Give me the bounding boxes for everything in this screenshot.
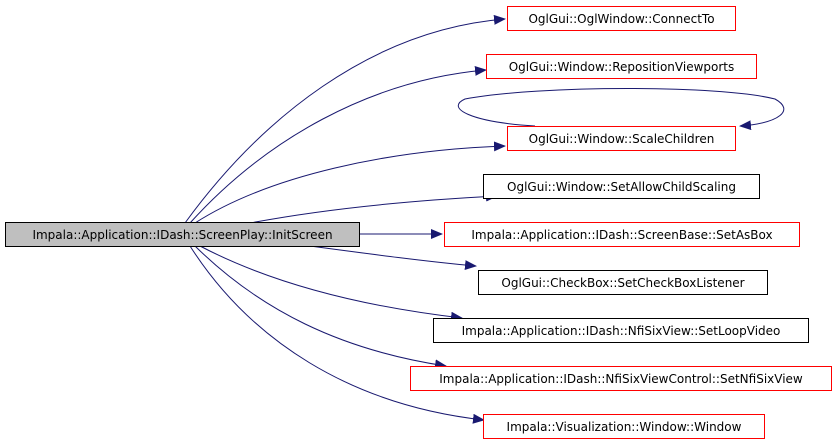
node-connectto[interactable]: OglGui::OglWindow::ConnectTo: [507, 6, 736, 31]
node-repositionviewports[interactable]: OglGui::Window::RepositionViewports: [486, 54, 757, 79]
node-scalechildren[interactable]: OglGui::Window::ScaleChildren: [507, 126, 736, 151]
edge-self-scalechildren: [458, 88, 785, 131]
edge-setcheckboxlistener: [309, 245, 477, 271]
root-node-label: Impala::Application::IDash::ScreenPlay::…: [32, 227, 333, 242]
node-visualization-window[interactable]: Impala::Visualization::Window::Window: [483, 414, 765, 439]
node-label: Impala::Application::IDash::NfiSixView::…: [461, 323, 781, 338]
node-label: Impala::Application::IDash::ScreenBase::…: [471, 227, 773, 242]
edge-connectto: [184, 14, 506, 224]
edge-visualization-window: [189, 245, 485, 424]
node-setallowchildscaling[interactable]: OglGui::Window::SetAllowChildScaling: [483, 174, 760, 199]
root-node[interactable]: Impala::Application::IDash::ScreenPlay::…: [5, 222, 360, 247]
node-label: OglGui::OglWindow::ConnectTo: [528, 11, 715, 26]
node-setasbox[interactable]: Impala::Application::IDash::ScreenBase::…: [444, 222, 800, 247]
edge-setnfisixview: [194, 245, 447, 370]
node-label: OglGui::CheckBox::SetCheckBoxListener: [501, 275, 745, 290]
edge-repositionviewports: [189, 65, 487, 224]
node-label: OglGui::Window::RepositionViewports: [508, 59, 735, 74]
node-label: Impala::Visualization::Window::Window: [506, 419, 742, 434]
node-setloopvideo[interactable]: Impala::Application::IDash::NfiSixView::…: [433, 318, 809, 343]
edge-setloopvideo: [199, 245, 463, 322]
edge-setallowchildscaling: [249, 191, 498, 224]
node-label: OglGui::Window::SetAllowChildScaling: [507, 179, 736, 194]
node-label: Impala::Application::IDash::NfiSixViewCo…: [439, 371, 803, 386]
node-setcheckboxlistener[interactable]: OglGui::CheckBox::SetCheckBoxListener: [478, 270, 768, 295]
edge-scalechildren: [194, 141, 506, 224]
node-label: OglGui::Window::ScaleChildren: [528, 131, 715, 146]
node-setnfisixview[interactable]: Impala::Application::IDash::NfiSixViewCo…: [410, 366, 832, 391]
